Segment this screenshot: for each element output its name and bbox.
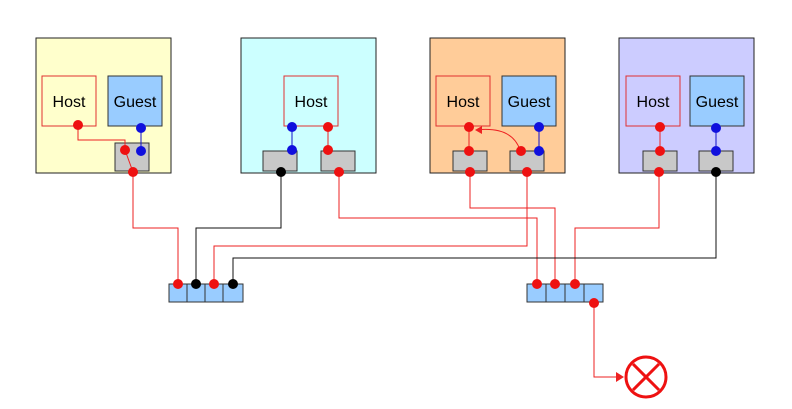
guest-label-4: Guest bbox=[696, 94, 739, 111]
wire-panel1-to-hubleft bbox=[132, 172, 179, 284]
dot-guest4 bbox=[711, 123, 721, 133]
dot-port2-a-top bbox=[287, 145, 297, 155]
host-label-1: Host bbox=[53, 94, 86, 111]
host-box-2 bbox=[283, 75, 339, 127]
host-box-3 bbox=[435, 75, 491, 127]
wire-panel2a-to-hubleft bbox=[195, 172, 282, 284]
host-label-3: Host bbox=[447, 94, 480, 111]
guest-box-4 bbox=[689, 75, 745, 127]
host-label-2: Host bbox=[295, 94, 328, 111]
guest-label-3: Guest bbox=[508, 94, 551, 111]
dot-hubright-2 bbox=[550, 279, 560, 289]
dot-host1 bbox=[73, 120, 83, 130]
wire-panel2b-to-hubright bbox=[338, 172, 538, 284]
dot-guest3 bbox=[534, 122, 544, 132]
wire-panel4b-to-hubleft bbox=[232, 172, 717, 284]
hub-left bbox=[168, 283, 244, 303]
hub-right bbox=[526, 283, 604, 303]
guest-label-1: Guest bbox=[114, 94, 157, 111]
dot-port3-a-out bbox=[465, 167, 475, 177]
dot-host4 bbox=[655, 122, 665, 132]
dot-port1-out bbox=[128, 167, 138, 177]
arrow-head-host3 bbox=[475, 126, 482, 134]
dot-hubright-out bbox=[589, 298, 599, 308]
host-label-4: Host bbox=[637, 94, 670, 111]
dot-port2-b-out bbox=[334, 167, 344, 177]
dot-port3-a-top bbox=[464, 146, 474, 156]
dot-hubleft-1 bbox=[173, 279, 183, 289]
host-box-4 bbox=[625, 75, 681, 127]
dot-port1-a bbox=[120, 145, 130, 155]
dot-port3-b-out bbox=[522, 167, 532, 177]
dot-port4-a-top bbox=[655, 146, 665, 156]
dot-port4-b-top bbox=[711, 146, 721, 156]
dot-hubleft-2 bbox=[191, 279, 201, 289]
dot-port4-a-out bbox=[654, 167, 664, 177]
dot-port1-b bbox=[136, 146, 146, 156]
guest-box-1 bbox=[107, 75, 163, 127]
wire-panel3a-to-hubright bbox=[469, 172, 556, 284]
dot-hubleft-4 bbox=[228, 279, 238, 289]
wire-panel3b-to-hubleft bbox=[213, 172, 528, 284]
wire-hubright-to-terminator bbox=[593, 303, 620, 378]
dot-host2-a bbox=[287, 122, 297, 132]
wire-panel4a-to-hubright bbox=[574, 172, 660, 284]
dot-hubright-1 bbox=[532, 279, 542, 289]
dot-port2-a-out bbox=[276, 167, 286, 177]
dot-port4-b-out bbox=[711, 167, 721, 177]
dot-hubleft-3 bbox=[209, 279, 219, 289]
dot-host2-b bbox=[323, 122, 333, 132]
dot-host3 bbox=[464, 122, 474, 132]
circle-x-icon bbox=[624, 355, 668, 399]
dot-port3-b-guest bbox=[534, 146, 544, 156]
host-box-1 bbox=[41, 75, 97, 127]
guest-box-3 bbox=[501, 75, 557, 127]
dot-port2-b-top bbox=[323, 145, 333, 155]
dot-port3-b-top bbox=[516, 146, 526, 156]
dot-guest1 bbox=[136, 123, 146, 133]
arrow-head-terminator bbox=[616, 372, 624, 382]
dot-hubright-3 bbox=[570, 279, 580, 289]
